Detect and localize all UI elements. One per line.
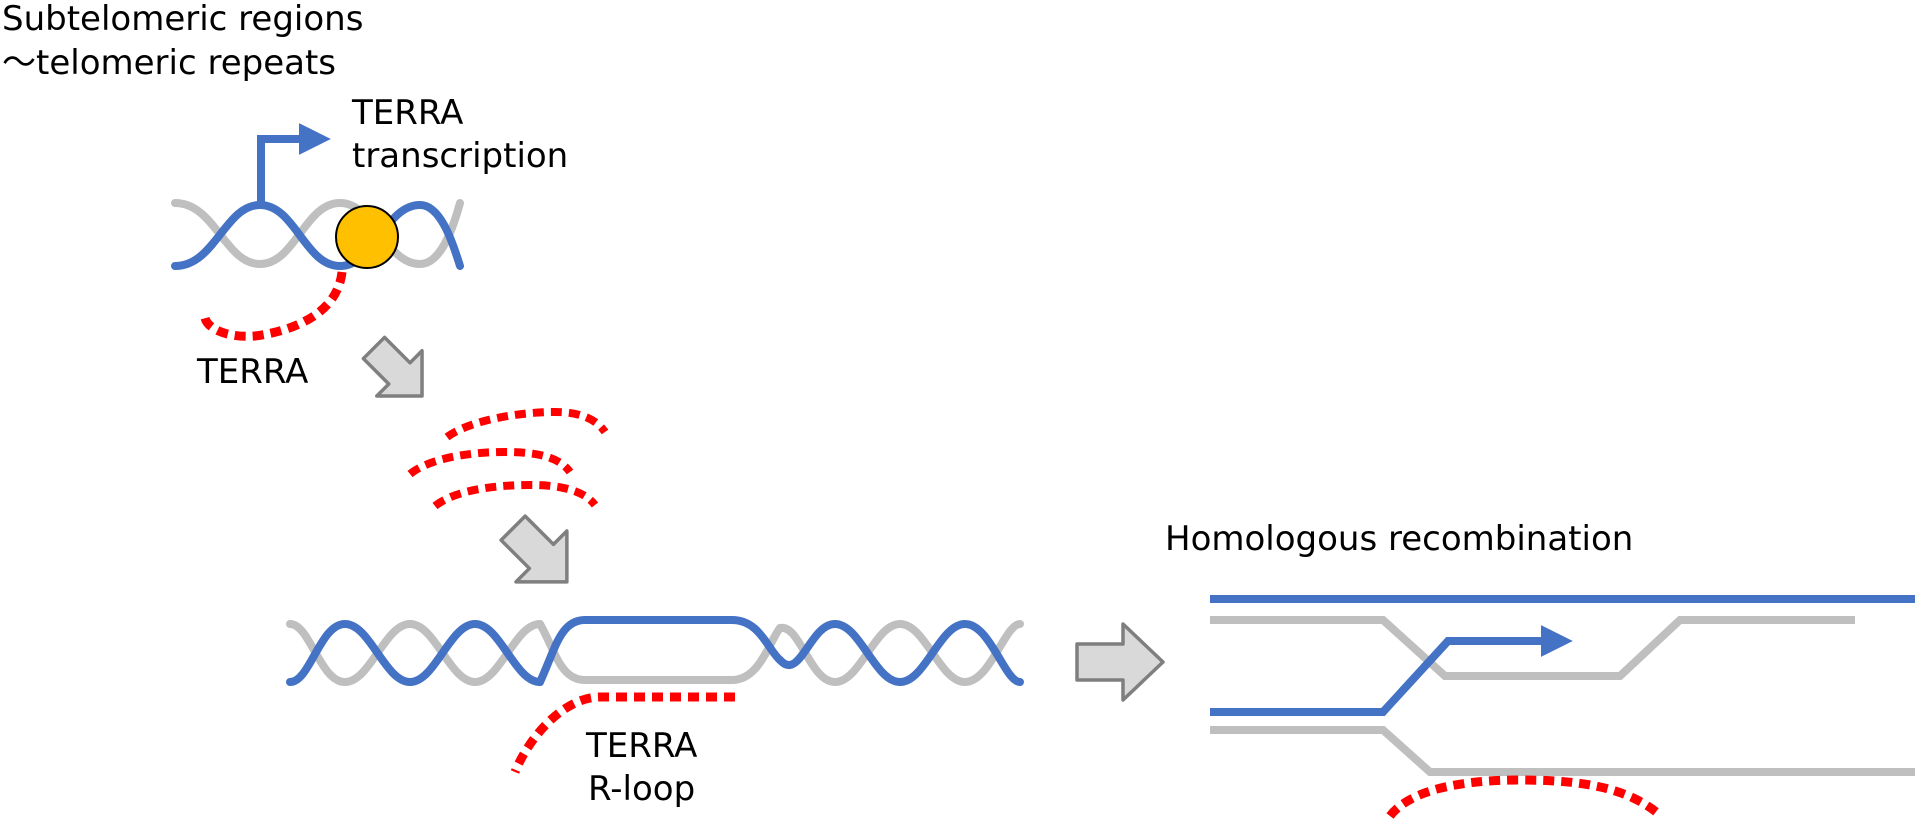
- transcription-start-arrow: [257, 123, 331, 205]
- homologous-recombination-label: Homologous recombination: [1165, 519, 1633, 559]
- terra-label: TERRA: [196, 352, 308, 392]
- top-dna-helix: [171, 198, 464, 271]
- rloop-dna-helix: [286, 616, 1024, 687]
- subtelomeric-label-line2: ～telomeric repeats: [2, 43, 336, 83]
- free-terra-molecules: [407, 407, 609, 510]
- terra-transcription-label-line2: transcription: [352, 136, 568, 176]
- terra-rloop-strand: [510, 692, 735, 774]
- rna-polymerase: [335, 205, 399, 269]
- terra-transcript: [200, 271, 347, 341]
- block-arrow-3: [1075, 622, 1165, 702]
- terra-rloop-label-line1: TERRA: [585, 726, 697, 766]
- block-arrow-2: [499, 514, 569, 584]
- block-arrow-1: [361, 335, 424, 398]
- terra-rloop-label-line2: R-loop: [588, 769, 695, 809]
- homologous-recombination-strands: [1210, 595, 1915, 776]
- terra-transcription-label-line1: TERRA: [351, 93, 463, 133]
- terra-bottom-right: [1386, 775, 1663, 819]
- subtelomeric-label-line1: Subtelomeric regions: [2, 0, 363, 39]
